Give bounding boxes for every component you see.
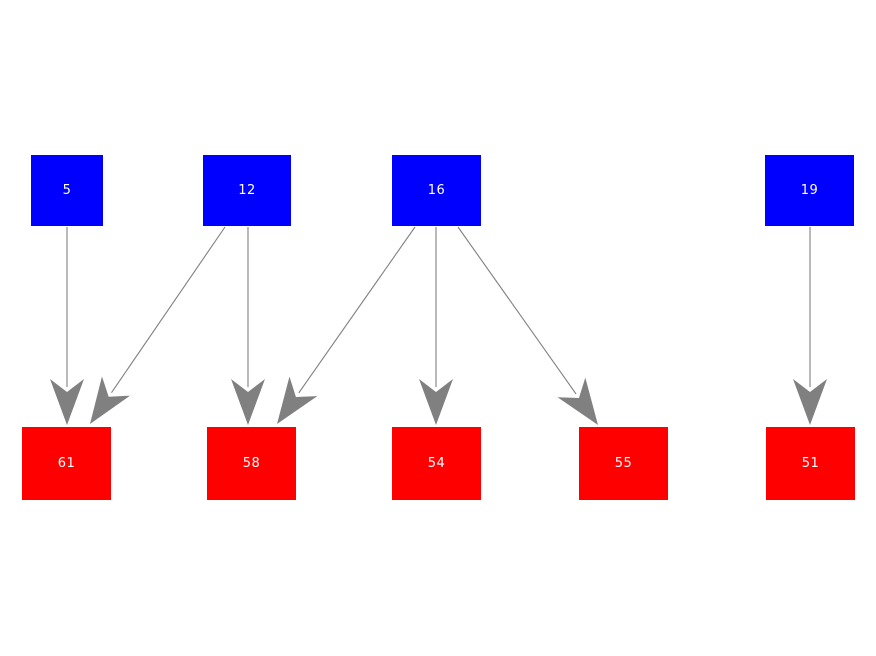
graph-node-label: 19 <box>800 183 819 198</box>
graph-node-51[interactable]: 51 <box>766 427 855 500</box>
edge-line <box>111 226 226 393</box>
edge-line <box>457 226 577 395</box>
graph-node-12[interactable]: 12 <box>203 155 291 226</box>
graph-node-label: 55 <box>614 456 633 471</box>
graph-node-16[interactable]: 16 <box>392 155 481 226</box>
graph-node-label: 54 <box>427 456 446 471</box>
graph-node-61[interactable]: 61 <box>22 427 111 500</box>
edge-arrowhead-icon <box>231 379 265 425</box>
graph-node-label: 12 <box>238 183 256 198</box>
graph-node-19[interactable]: 19 <box>765 155 854 226</box>
edge-arrowhead-icon <box>90 376 131 424</box>
graph-node-label: 51 <box>801 456 820 471</box>
edge-arrowhead-icon <box>419 379 453 425</box>
edge-line <box>298 226 416 394</box>
graph-node-55[interactable]: 55 <box>579 427 668 500</box>
graph-node-54[interactable]: 54 <box>392 427 481 500</box>
graph-node-5[interactable]: 5 <box>31 155 103 226</box>
edge-arrowhead-icon <box>793 379 827 425</box>
edge-arrowhead-icon <box>50 379 84 425</box>
edge-arrowhead-icon <box>277 376 318 424</box>
graph-node-58[interactable]: 58 <box>207 427 296 500</box>
graph-node-label: 16 <box>427 183 446 198</box>
graph-node-label: 61 <box>57 456 76 471</box>
edge-arrowhead-icon <box>557 377 598 425</box>
graph-node-label: 58 <box>242 456 261 471</box>
graph-node-label: 5 <box>62 183 72 198</box>
